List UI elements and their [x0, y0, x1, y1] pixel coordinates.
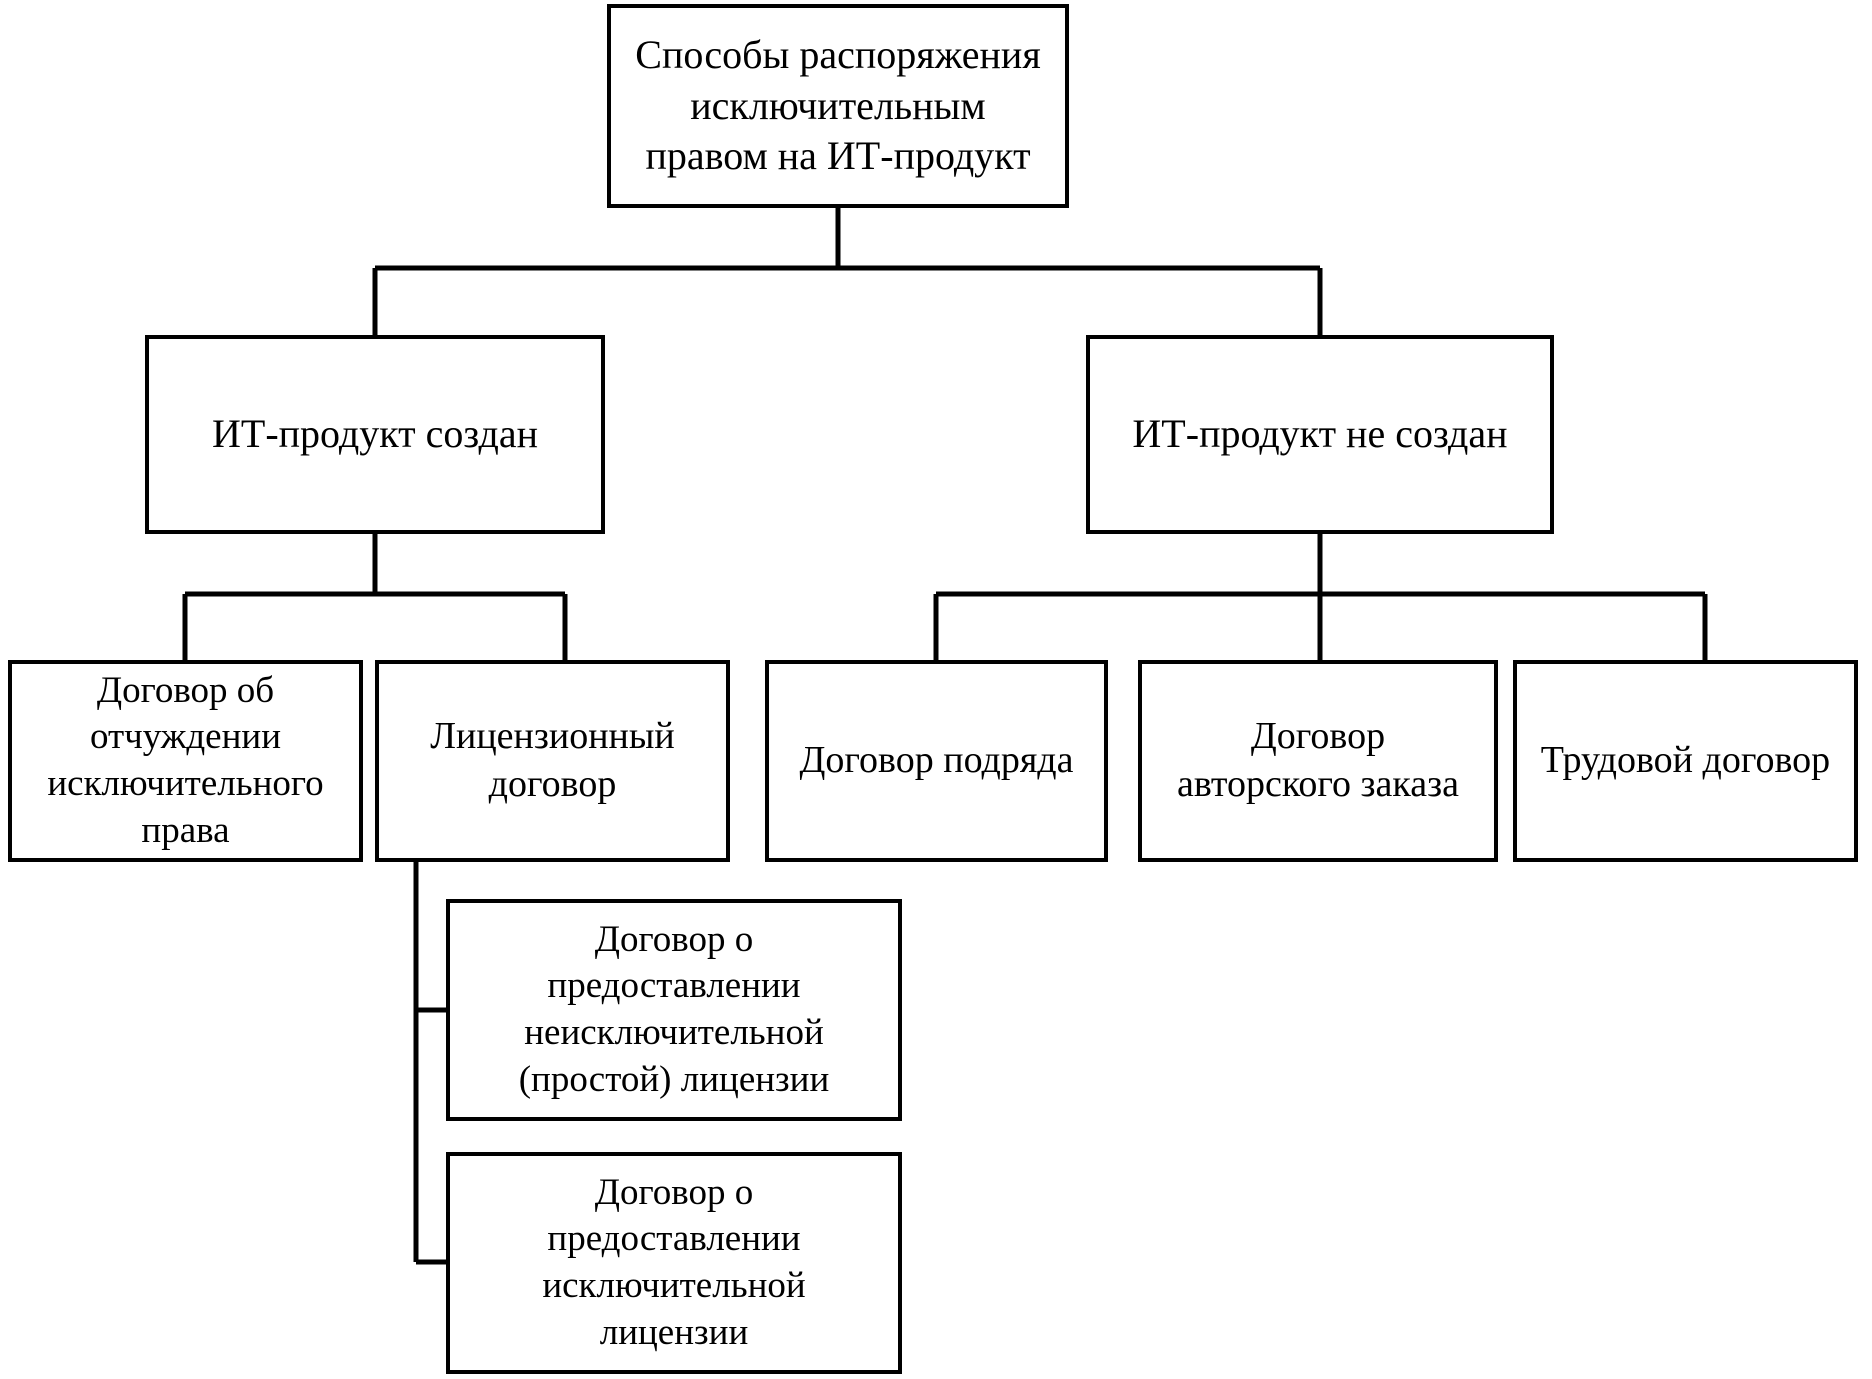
- node-non-exclusive-license-label: Договор о предоставлении неисключительно…: [518, 918, 830, 1100]
- node-labor-contract[interactable]: Трудовой договор: [1513, 660, 1858, 862]
- node-contract-work-label: Договор подряда: [799, 739, 1074, 782]
- node-non-exclusive-license[interactable]: Договор о предоставлении неисключительно…: [446, 899, 902, 1121]
- node-labor-contract-label: Трудовой договор: [1540, 739, 1831, 782]
- node-root[interactable]: Способы распоряжения исключительным прав…: [607, 4, 1069, 208]
- node-alienation-agreement-label: Договор об отчуждении исключительного пр…: [47, 669, 324, 851]
- node-branch-not-created[interactable]: ИТ-продукт не создан: [1086, 335, 1554, 534]
- node-contract-work[interactable]: Договор подряда: [765, 660, 1108, 862]
- node-license-agreement[interactable]: Лицензионный договор: [375, 660, 730, 862]
- node-root-label: Способы распоряжения исключительным прав…: [635, 32, 1041, 179]
- node-author-order[interactable]: Договор авторского заказа: [1138, 660, 1498, 862]
- node-license-agreement-label: Лицензионный договор: [430, 715, 675, 805]
- node-branch-not-created-label: ИТ-продукт не создан: [1132, 411, 1508, 457]
- node-author-order-label: Договор авторского заказа: [1176, 715, 1459, 805]
- node-branch-created[interactable]: ИТ-продукт создан: [145, 335, 605, 534]
- node-exclusive-license-label: Договор о предоставлении исключительной …: [542, 1171, 806, 1353]
- node-alienation-agreement[interactable]: Договор об отчуждении исключительного пр…: [8, 660, 363, 862]
- node-branch-created-label: ИТ-продукт создан: [212, 411, 538, 457]
- node-exclusive-license[interactable]: Договор о предоставлении исключительной …: [446, 1152, 902, 1374]
